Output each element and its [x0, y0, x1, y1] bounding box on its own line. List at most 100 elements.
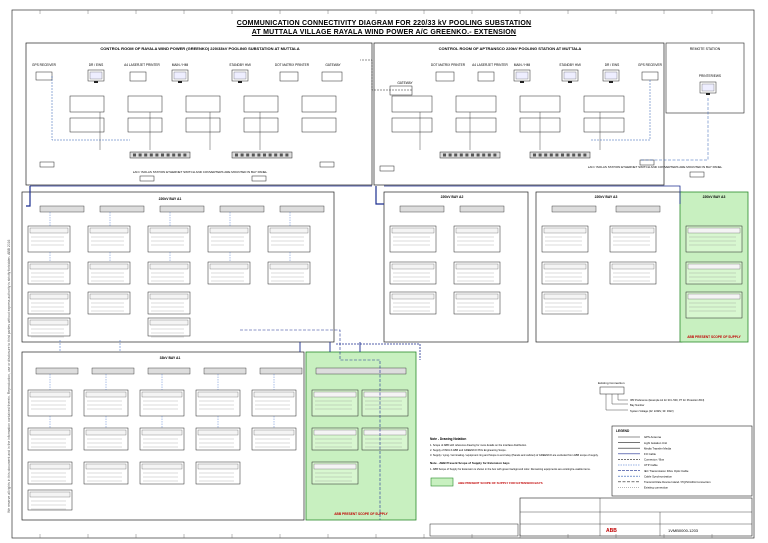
mv-relay-c2 — [139, 461, 185, 485]
main-hmi-monitor-left — [171, 69, 189, 83]
legend-i6: UTP Cable — [644, 463, 658, 467]
gb-relay-b1 — [361, 427, 409, 451]
legend-i2: Light Isolation Unit — [644, 441, 667, 445]
mv-relay-c3 — [195, 461, 241, 485]
gateway-label-right: GATEWAY — [397, 81, 413, 85]
legend-i10: Existing connection — [644, 486, 669, 490]
gateway-left — [321, 71, 343, 82]
dot-label-right: DOT MATRIX PRINTER — [431, 63, 466, 67]
switch-right-a — [439, 151, 501, 159]
a4-label-left: A4 LASERJET PRINTER — [124, 63, 160, 67]
mv-relay-a2 — [139, 389, 185, 417]
revision-table — [429, 523, 519, 537]
server-left-3 — [243, 95, 279, 113]
mv-relay-b0 — [27, 427, 73, 451]
connector-2 — [139, 175, 155, 182]
gps-sync-left — [51, 76, 130, 141]
bay2-relay-b1 — [453, 261, 501, 285]
server-right-1 — [455, 95, 497, 113]
bay2-relay-c0 — [389, 291, 437, 315]
legend-i8: Cable Synchronization — [644, 474, 672, 478]
remote-printer-label: PRINTER/EWS — [699, 74, 721, 78]
dr-label-right: DR / EWS — [605, 63, 620, 67]
switch-note-right: LAN / ISOLAS STATION ETHERNET SWITCH AND… — [588, 165, 723, 169]
gb-relay-a0 — [311, 389, 359, 417]
bay-conn-2: Bay Number — [630, 403, 645, 407]
inter-panel — [59, 340, 121, 352]
panel-bay2-box — [383, 191, 529, 343]
a4-printer-right — [477, 71, 495, 82]
bay1-relay-c0 — [27, 291, 71, 315]
bay1-relay-c2 — [147, 291, 191, 315]
connector-4 — [379, 165, 395, 172]
supply-note-bottom: ABB PRESENT SCOPE OF SUPPLY — [334, 512, 388, 516]
room-right-box — [373, 42, 665, 186]
note-1: 1. Scope of ABB with reference drawing f… — [430, 443, 527, 447]
mv-relay-b2 — [139, 427, 185, 451]
green-legend-swatch — [430, 477, 454, 487]
dr-ews-monitor-right — [602, 69, 620, 83]
mv-relay-b4 — [251, 427, 297, 451]
legend-i4: FO Cable — [644, 452, 656, 456]
gps-sync-right — [590, 80, 651, 141]
switch-left-a — [129, 151, 191, 159]
server-left-b4 — [301, 117, 337, 133]
link-group — [26, 59, 709, 520]
gateway-right — [389, 85, 413, 96]
legend-i1: GPS Antenna — [644, 435, 661, 439]
mv-relay-a3 — [195, 389, 241, 417]
gateway-label-left: GATEWAY — [325, 63, 341, 67]
bay1-relay-a1 — [87, 225, 131, 253]
drawing-subtitle: AT MUTTALA VILLAGE RAYALA WIND POWER A/C… — [251, 29, 517, 36]
mv-relay-b1 — [83, 427, 129, 451]
server-right-b1 — [455, 117, 497, 133]
bay3-relay-a0 — [541, 225, 589, 253]
connector-3 — [251, 175, 267, 182]
bay1-relay-b1 — [87, 261, 131, 285]
room-left-title: CONTROL ROOM OF RAYALA WIND POWER (GREEN… — [100, 46, 299, 51]
server-right-b0 — [391, 117, 433, 133]
server-right-2 — [519, 95, 561, 113]
connector-1 — [319, 161, 335, 168]
standby-hmi-monitor-left — [231, 69, 249, 83]
green-relay-b — [685, 261, 743, 285]
drawing-title: COMMUNICATION CONNECTIVITY DIAGRAM FOR 2… — [236, 20, 532, 27]
room-left-box — [25, 42, 373, 186]
doc-number: 1VMB0000-1203 — [668, 528, 699, 533]
mv-relay-c1 — [83, 461, 129, 485]
panel-mv-title: 33kV BAY A1 — [160, 356, 181, 360]
gb-relay-b0 — [311, 427, 359, 451]
gps-receiver-left — [35, 71, 53, 81]
bay2-relay-c1 — [453, 291, 501, 315]
supply-note-right: ABB PRESENT SCOPE OF SUPPLY — [687, 335, 741, 339]
server-left-b3 — [243, 117, 279, 133]
gateway-link — [360, 59, 412, 91]
bay-conn-box — [599, 386, 625, 395]
note-head: Note - Drawing Notation — [430, 437, 466, 441]
remote-link — [640, 98, 709, 161]
utp-drops-left — [99, 112, 261, 150]
legend-i9: Transmit Rate Device Island / PQ/SCADA C… — [644, 480, 711, 484]
fo-ring-left — [26, 186, 31, 207]
connector-0 — [39, 161, 55, 168]
bay-conn-3: System Voltage (22: 220kV, 33: 33kV) — [630, 409, 674, 413]
frame-ticks — [39, 10, 713, 538]
server-left-0 — [69, 95, 105, 113]
panel-bay3-title: 220kV BAY A3 — [595, 195, 618, 199]
bay1-relay-b0 — [27, 261, 71, 285]
fo-link-long — [240, 329, 381, 520]
a4-label-right: A4 LASERJET PRINTER — [472, 63, 508, 67]
note-3: 3. Supply / Lying / terminating / equipm… — [430, 453, 599, 457]
switch-left-b — [231, 151, 293, 159]
server-left-b1 — [127, 117, 163, 133]
server-right-b3 — [583, 117, 625, 133]
bay1-relay-b3 — [207, 261, 251, 285]
server-left-4 — [301, 95, 337, 113]
utp-drops-right — [419, 112, 601, 150]
legend-box — [611, 425, 753, 497]
fo-ring-right — [375, 186, 384, 205]
bay3-relay-a1 — [609, 225, 657, 253]
panel-green-right-title: 220kV BAY A3 — [703, 195, 726, 199]
